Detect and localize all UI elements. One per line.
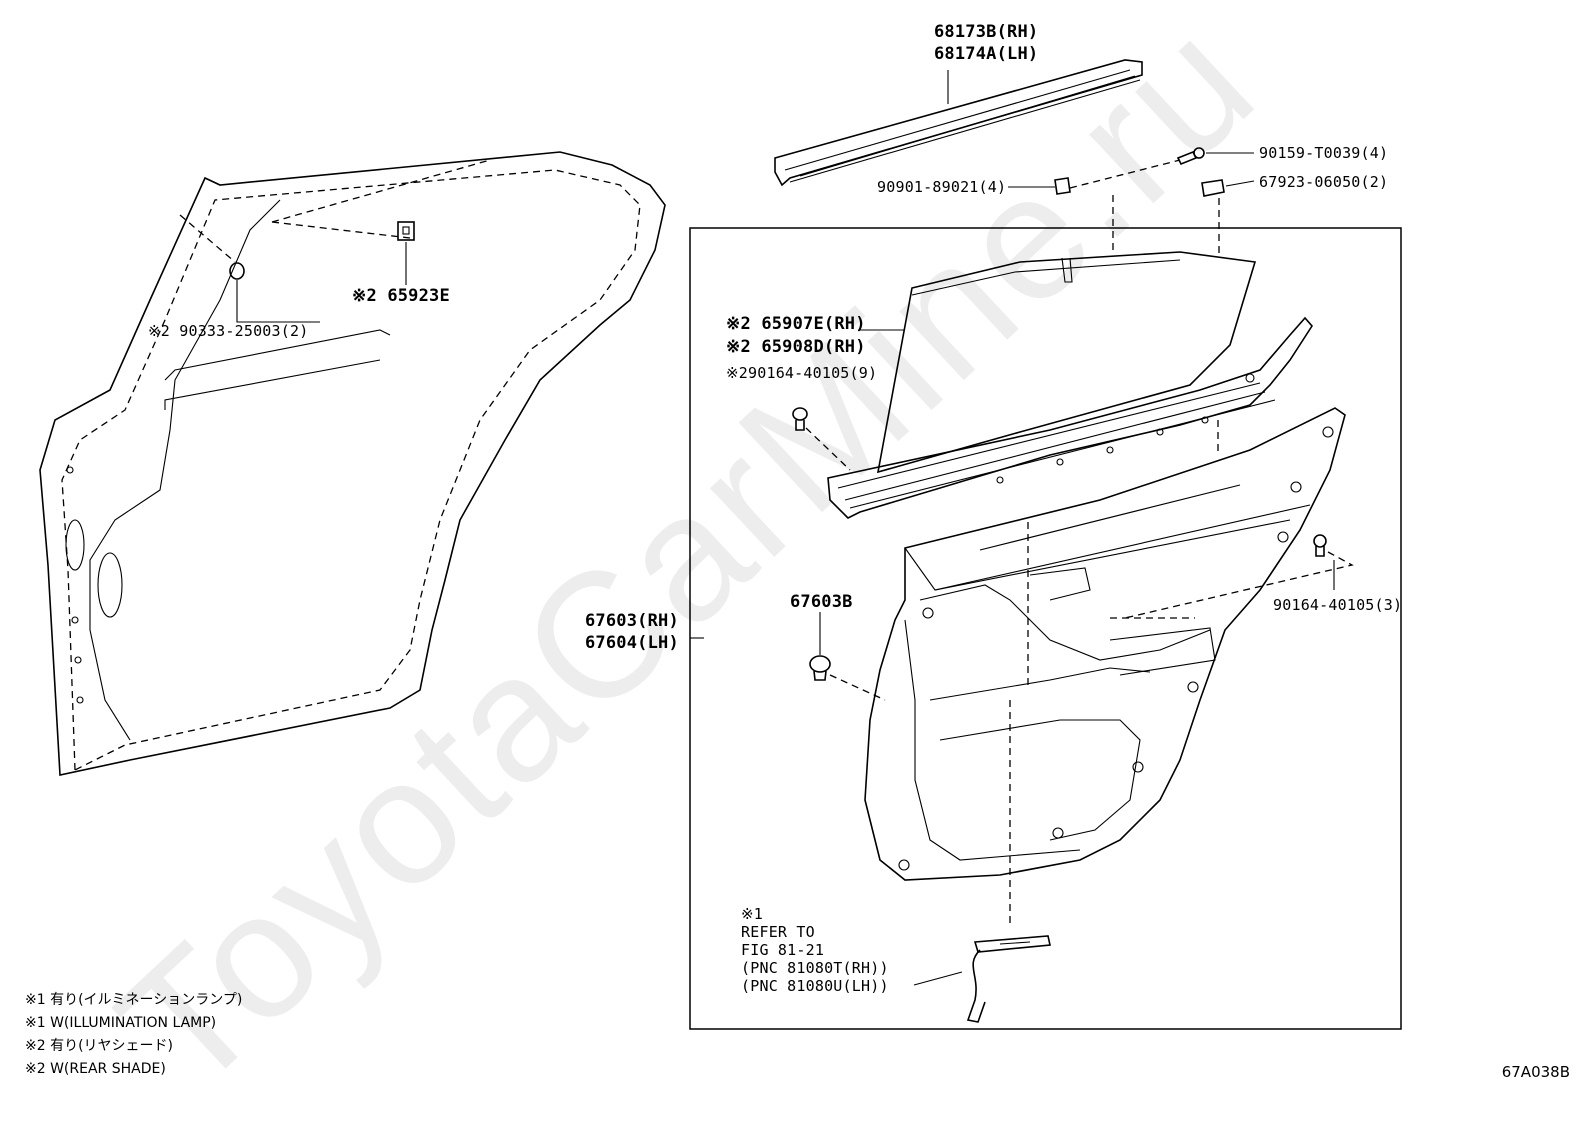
label-bracket-65923: ※2 65923E <box>352 286 450 306</box>
label-screw-90164-3: 90164-40105(3) <box>1273 596 1403 614</box>
dash-clip-panel-2 <box>829 674 886 701</box>
clip-90901 <box>1054 177 1071 195</box>
label-screw-90164-9: ※290164-40105(9) <box>726 364 878 382</box>
label-grommet-90333: ※2 90333-25003(2) <box>148 322 309 340</box>
label-glass-run-rh: 68173B(RH) <box>934 22 1039 42</box>
label-panel-lh: 67604(LH) <box>585 633 679 653</box>
screw-90164-9 <box>792 407 808 431</box>
label-ref-mark: ※1 <box>741 905 763 923</box>
dash-screw-panel <box>1124 551 1354 619</box>
screw-90164-3 <box>1313 534 1327 557</box>
label-clip-67923: 67923-06050(2) <box>1259 173 1389 191</box>
label-shade-65908: ※2 65908D(RH) <box>726 337 866 357</box>
door-trim-panel <box>864 407 1346 881</box>
legend-line-3: ※2 有り(リヤシェード) <box>25 1038 174 1054</box>
label-ref-line4: (PNC 81080U(LH)) <box>741 977 889 995</box>
illumination-lamp <box>966 935 1051 1023</box>
label-clip-90901: 90901-89021(4) <box>877 178 1007 196</box>
label-glass-run-lh: 68174A(LH) <box>934 44 1039 64</box>
legend-line-4: ※2 W(REAR SHADE) <box>25 1061 166 1077</box>
label-ref-line2: FIG 81-21 <box>741 941 825 959</box>
label-ref-line3: (PNC 81080T(RH)) <box>741 959 889 977</box>
door-frame <box>39 151 666 776</box>
screw-90159 <box>1176 147 1205 166</box>
label-ref-line1: REFER TO <box>741 923 815 941</box>
parts-diagram <box>39 59 1402 1030</box>
assembly-box <box>689 227 1402 1030</box>
leader-lamp <box>913 971 963 986</box>
label-shade-65907: ※2 65907E(RH) <box>726 314 866 334</box>
legend-line-1: ※1 有り(イルミネーションランプ) <box>25 992 243 1008</box>
dash-screw-shade <box>805 427 851 471</box>
legend: ※1 有り(イルミネーションランプ) ※1 W(ILLUMINATION LAM… <box>25 989 242 1081</box>
clip-67923 <box>1201 179 1225 197</box>
dash-top-fasteners <box>1069 159 1181 189</box>
glass-run-part <box>774 59 1143 187</box>
figure-code: 67A038B <box>1501 1063 1570 1081</box>
rear-shade-part <box>827 251 1313 519</box>
label-clip-67603b: 67603B <box>790 592 853 612</box>
label-panel-rh: 67603(RH) <box>585 611 679 631</box>
label-screw-90159: 90159-T0039(4) <box>1259 144 1389 162</box>
leader-90333 <box>236 280 320 323</box>
legend-line-2: ※1 W(ILLUMINATION LAMP) <box>25 1015 217 1031</box>
clip-67603b <box>809 655 831 681</box>
leader-67923 <box>1225 180 1255 187</box>
